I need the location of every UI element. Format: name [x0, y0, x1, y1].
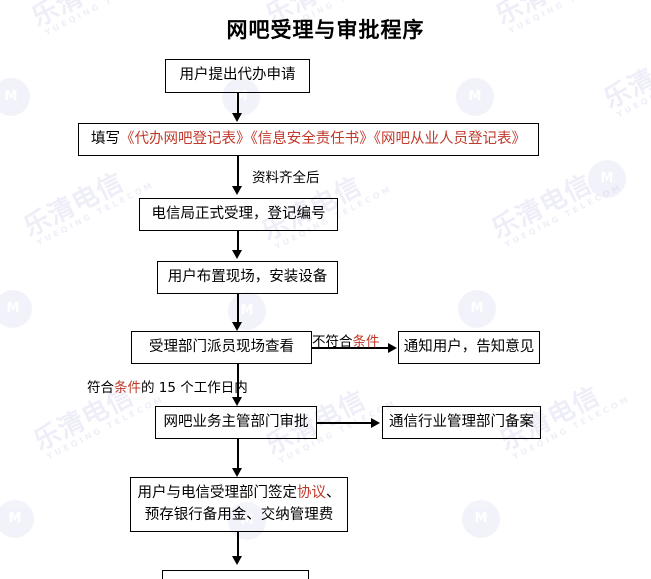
node-setup-site: 用户布置现场，安装设备 [157, 261, 338, 294]
node-accept-register: 电信局正式受理，登记编号 [139, 198, 338, 231]
node-text-line: 网吧业务主管部门审批 [156, 412, 316, 433]
connector-inspection-to-notify [312, 347, 390, 349]
node-text-line: 通信行业管理部门备案 [383, 412, 540, 433]
node-text-line: 受理部门派员现场查看 [132, 337, 311, 358]
node-notify-user: 通知用户，告知意见 [398, 331, 540, 364]
arrow-down-icon [232, 186, 242, 195]
connector-approval-to-agreement [237, 439, 239, 472]
node-text-segment: 用户提出代办申请 [179, 67, 296, 84]
arrow-down-icon [232, 250, 242, 259]
arrow-down-icon [232, 468, 242, 477]
connector-agreement-to-next [237, 532, 239, 559]
label-qualified-15-days: 符合条件的 15 个工作日内 [87, 376, 248, 396]
node-department-approval: 网吧业务主管部门审批 [155, 406, 317, 439]
edge-label-segment-highlight: 条件 [352, 334, 380, 350]
node-bottom-cropped [162, 570, 309, 579]
connector-inspection-to-approval [237, 364, 239, 402]
arrow-right-icon [371, 418, 380, 428]
node-site-inspection: 受理部门派员现场查看 [131, 331, 312, 364]
node-industry-filing: 通信行业管理部门备案 [382, 406, 541, 439]
page-title: 网吧受理与审批程序 [226, 18, 425, 42]
connector-accept-to-setup [237, 231, 239, 253]
node-text-segment: 预存银行备用金、交纳管理费 [144, 506, 334, 523]
node-text-segment: 通信行业管理部门备案 [389, 413, 534, 430]
connector-approval-to-filing [317, 422, 373, 424]
node-text-line: 预存银行备用金、交纳管理费 [131, 505, 347, 526]
node-text-line: 用户与电信受理部门签定协议、 [131, 483, 347, 504]
node-text-line: 通知用户，告知意见 [399, 337, 539, 358]
arrow-down-icon [232, 113, 242, 122]
connector-application-to-forms [237, 93, 239, 114]
label-not-qualified: 不符合条件 [312, 330, 380, 350]
edge-label-segment: 不符合 [312, 334, 353, 350]
label-documents-complete: 资料齐全后 [252, 166, 320, 186]
node-fill-forms: 填写《代办网吧登记表》《信息安全责任书》《网吧从业人员登记表》 [78, 123, 539, 156]
arrow-down-icon [232, 556, 242, 565]
arrow-right-icon [388, 343, 397, 353]
node-text-segment: 、 [326, 485, 341, 502]
node-text-segment: 网吧业务主管部门审批 [163, 413, 309, 430]
arrow-down-icon [232, 397, 242, 406]
node-text-segment: 用户布置现场，安装设备 [167, 268, 328, 285]
node-text-segment: 受理部门派员现场查看 [149, 338, 294, 355]
node-text-segment-highlight: 协议 [297, 485, 326, 502]
edge-label-segment: 符合 [87, 380, 114, 396]
edge-label-segment: 资料齐全后 [252, 170, 320, 186]
edge-label-segment-highlight: 条件 [114, 380, 141, 396]
node-text-segment: 用户与电信受理部门签定 [137, 485, 298, 502]
node-text-segment: 填写 [91, 130, 120, 147]
node-sign-agreement: 用户与电信受理部门签定协议、 预存银行备用金、交纳管理费 [130, 477, 348, 532]
node-text-segment: 电信局正式受理，登记编号 [151, 205, 326, 222]
node-application: 用户提出代办申请 [165, 59, 310, 93]
edge-label-segment: 的 15 个工作日内 [141, 380, 248, 396]
connector-setup-to-inspection [237, 294, 239, 326]
node-text-segment-highlight: 《代办网吧登记表》《信息安全责任书》《网吧从业人员登记表》 [120, 130, 526, 147]
arrow-down-icon [232, 322, 242, 331]
node-text-line: 用户提出代办申请 [166, 65, 309, 86]
node-text-line: 填写《代办网吧登记表》《信息安全责任书》《网吧从业人员登记表》 [79, 129, 538, 150]
node-text-line: 电信局正式受理，登记编号 [140, 204, 337, 225]
connector-forms-to-accept [237, 156, 239, 191]
node-text-line: 用户布置现场，安装设备 [158, 267, 337, 288]
node-text-segment: 通知用户，告知意见 [403, 338, 535, 355]
